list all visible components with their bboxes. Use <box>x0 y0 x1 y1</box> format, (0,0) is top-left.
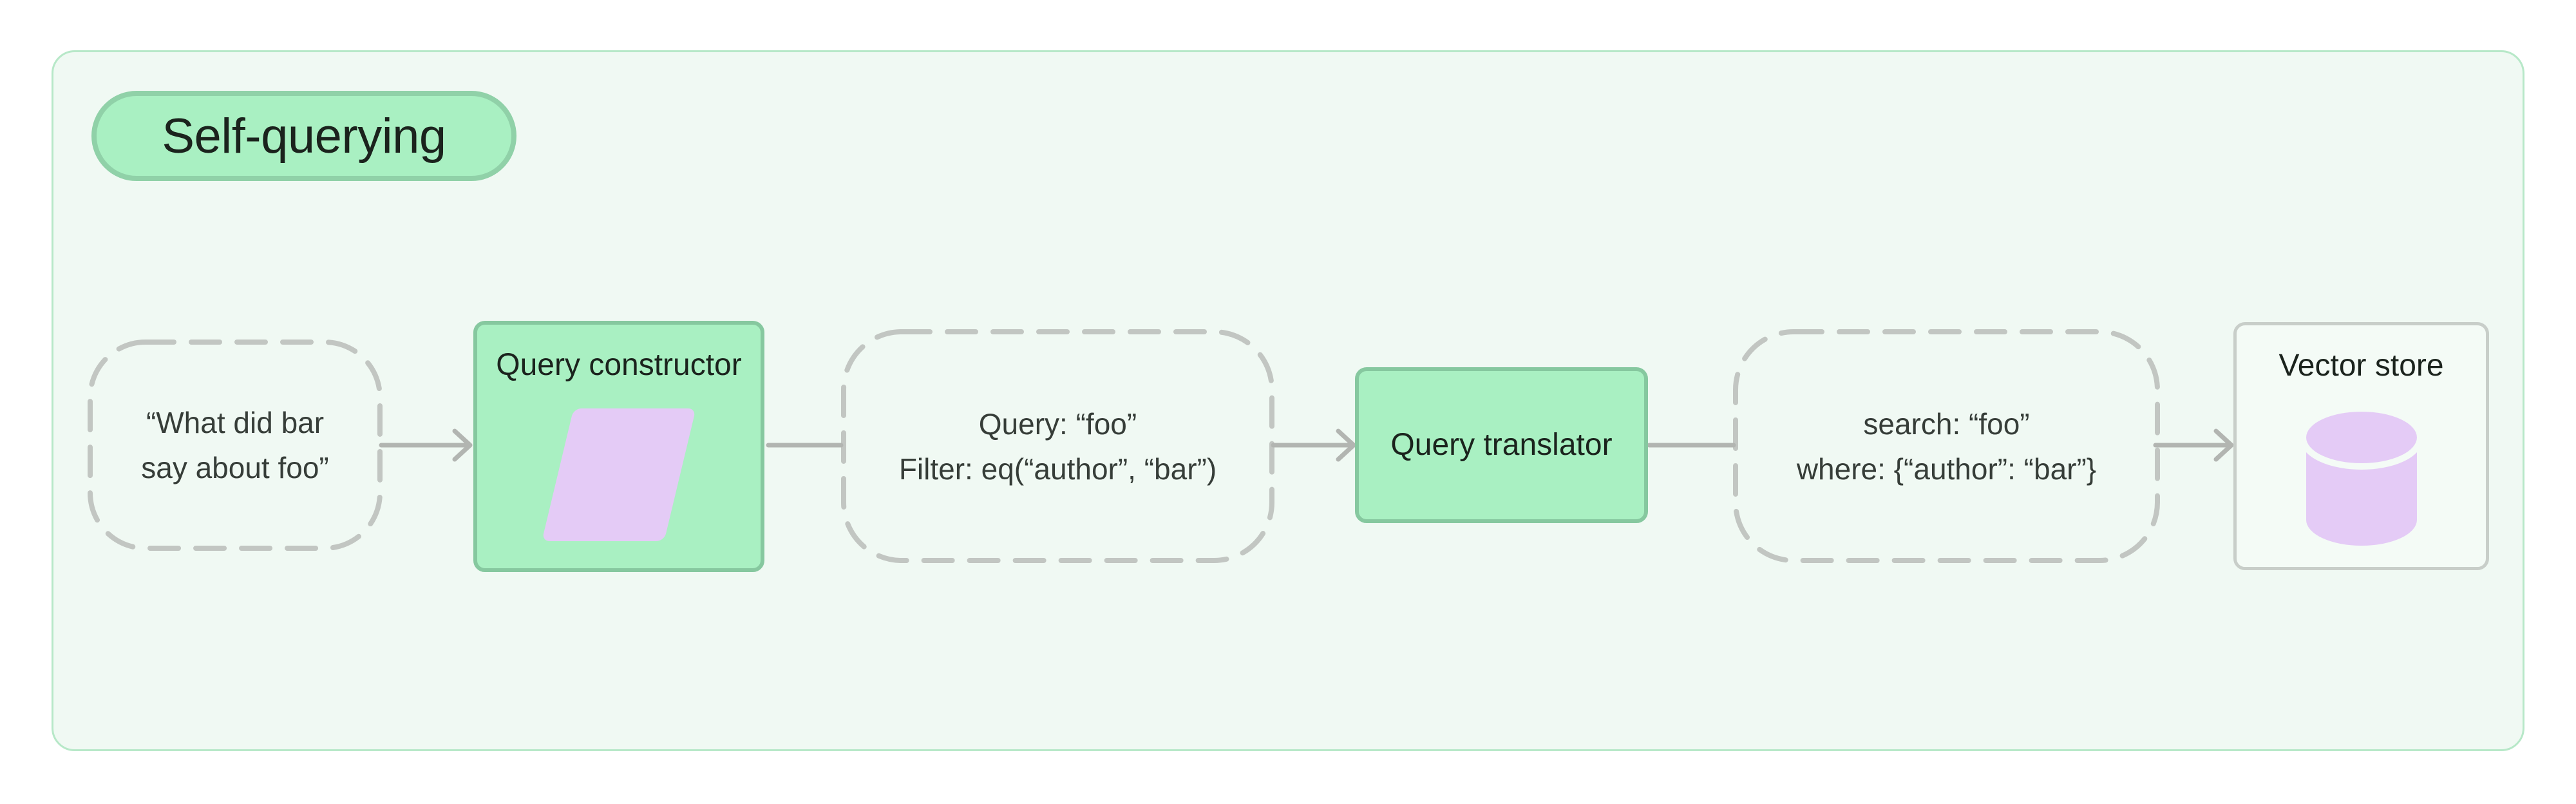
input-node-outline <box>88 340 383 551</box>
query-constructor-box: Query constructor <box>473 321 764 572</box>
input-node-line1: “What did bar <box>146 406 325 439</box>
translated-query-line2: where: {“author”: “bar”} <box>1796 452 2097 486</box>
arrow-structured-query-to-translator <box>1271 428 1356 462</box>
query-translator-label: Query translator <box>1390 428 1613 462</box>
translated-query-node: search: “foo” where: {“author”: “bar”} <box>1736 332 2157 560</box>
diagram-title: Self-querying <box>162 108 446 164</box>
vector-store-box: Vector store <box>2233 322 2489 570</box>
input-node-line2: say about foo” <box>141 451 329 484</box>
vector-store-label: Vector store <box>2278 349 2444 383</box>
input-node: “What did bar say about foo” <box>90 342 380 548</box>
query-constructor-label: Query constructor <box>496 348 742 382</box>
diagram-title-badge: Self-querying <box>91 91 516 181</box>
database-icon <box>2304 410 2419 546</box>
structured-query-line2: Filter: eq(“author”, “bar”) <box>898 452 1217 486</box>
query-translator-box: Query translator <box>1355 367 1648 523</box>
structured-query-node: Query: “foo” Filter: eq(“author”, “bar”) <box>844 332 1272 560</box>
translated-query-line1: search: “foo” <box>1863 407 2030 441</box>
arrow-translated-query-to-vector-store <box>2153 428 2234 462</box>
arrow-input-to-constructor <box>379 428 473 462</box>
parallelogram-icon <box>542 408 696 541</box>
structured-query-line1: Query: “foo” <box>978 407 1137 441</box>
